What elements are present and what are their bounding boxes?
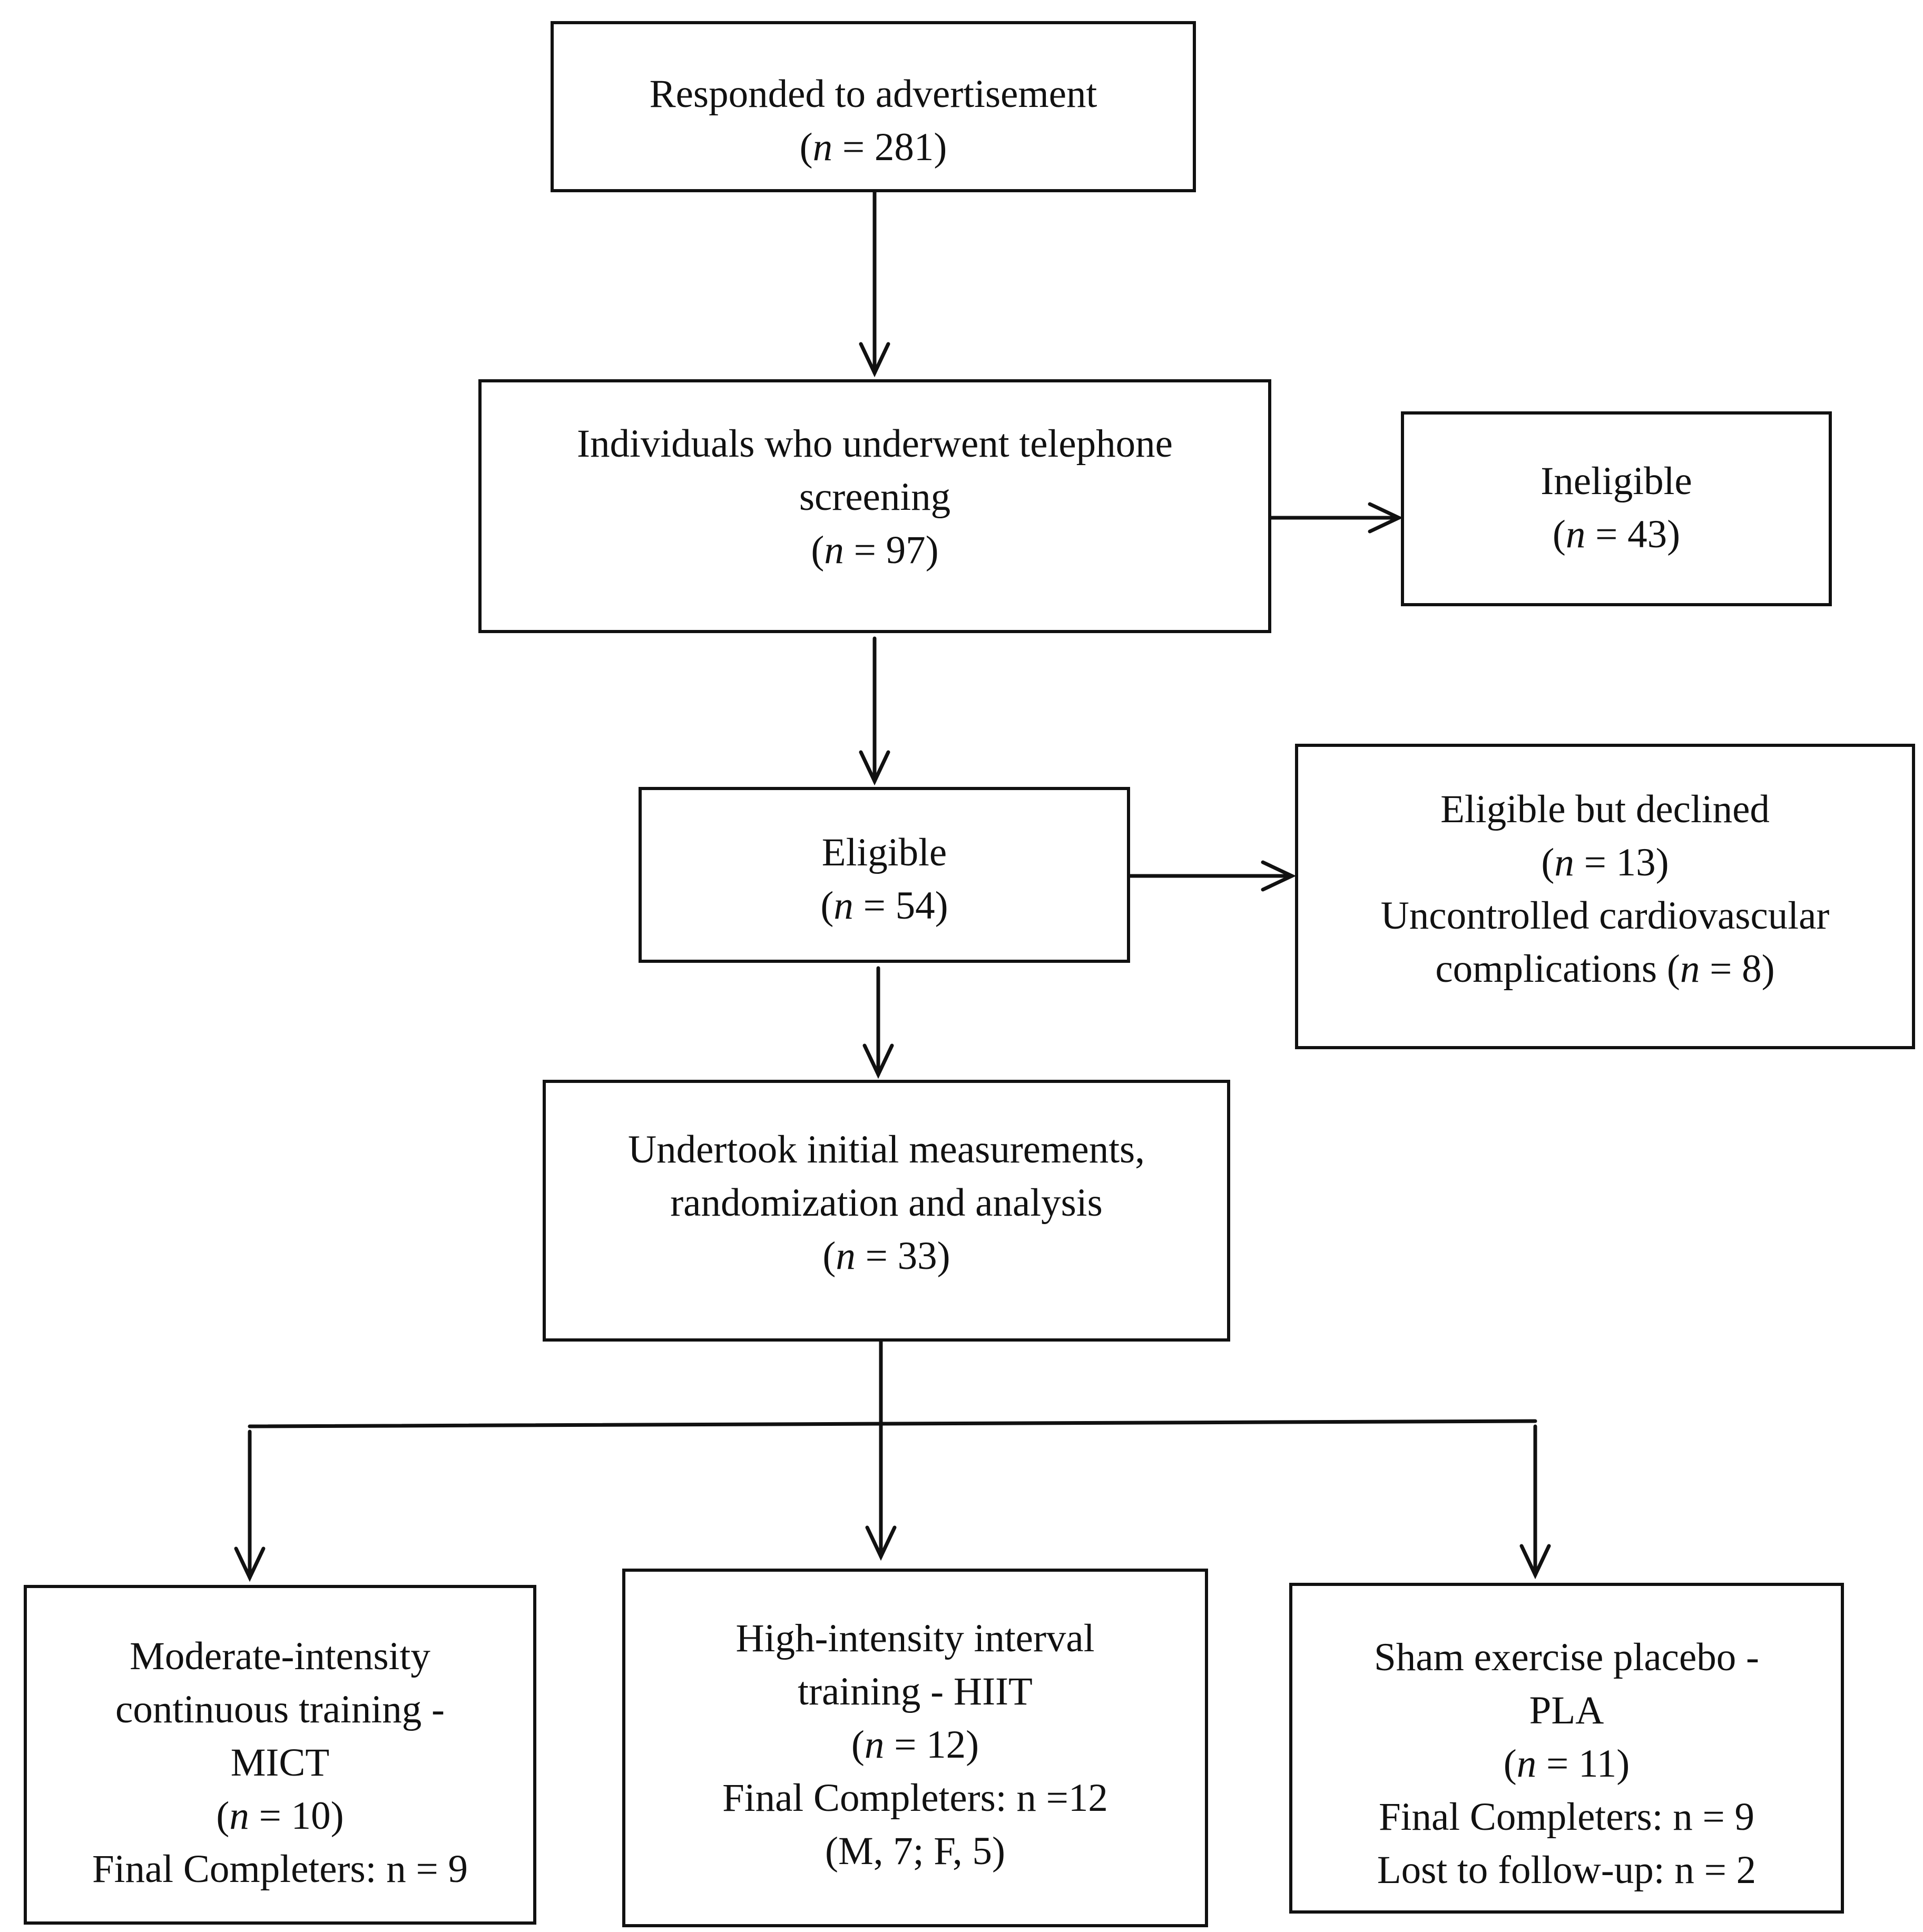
pla-box: Sham exercise placebo - PLA (n = 11) Final … xyxy=(1289,1583,1844,1914)
count-value: = 10) xyxy=(249,1794,344,1838)
sample-size-symbol: n xyxy=(229,1794,249,1838)
declined-line-3: Uncontrolled cardiovascular xyxy=(1380,894,1830,938)
mict-line-4: (n = 10) xyxy=(216,1789,344,1842)
sample-size-symbol: n xyxy=(1516,1742,1537,1786)
ineligible-line-2: (n = 43) xyxy=(1553,508,1680,561)
hiit-line-2: training - HIIT xyxy=(798,1670,1033,1713)
hiit-line-1: High-intensity interval xyxy=(735,1616,1095,1660)
responded-line-2: (n = 281) xyxy=(800,121,947,174)
pla-line-4: Final Completers: n = 9 xyxy=(1378,1795,1755,1839)
count-value: = 12) xyxy=(884,1723,979,1767)
randomization-line-1: Undertook initial measurements, xyxy=(627,1128,1145,1171)
hiit-line-5: (M, 7; F, 5) xyxy=(825,1829,1005,1873)
telephone-screening-line-1: Individuals who underwent telephone xyxy=(577,422,1173,466)
sample-size-symbol: n xyxy=(1565,512,1586,556)
telephone-screening-box: Individuals who underwent telephone scree… xyxy=(478,379,1271,633)
telephone-screening-line-3: (n = 97) xyxy=(811,524,938,577)
eligible-box: Eligible (n = 54) xyxy=(639,787,1130,963)
sample-size-symbol: n xyxy=(833,884,853,928)
arrow-eligible-to-randomization-head xyxy=(862,1043,894,1079)
count-prefix: ( xyxy=(1503,1742,1517,1786)
mict-line-1: Moderate-intensity xyxy=(130,1634,430,1678)
count-prefix: ( xyxy=(216,1794,230,1838)
hiit-line-3: (n = 12) xyxy=(851,1718,979,1771)
pla-line-5: Lost to follow-up: n = 2 xyxy=(1377,1848,1757,1892)
hiit-box: High-intensity interval training - HIIT (n… xyxy=(622,1569,1208,1927)
arrow-eligible-to-declined-head xyxy=(1261,860,1297,892)
arrow-screening-to-ineligible-head xyxy=(1368,502,1404,534)
eligible-line-2: (n = 54) xyxy=(820,879,948,932)
telephone-screening-line-2: screening xyxy=(799,475,951,519)
declined-box: Eligible but declined(n = 13)Uncontrolle… xyxy=(1295,744,1915,1049)
count-value: = 43) xyxy=(1585,512,1681,556)
count-value: = 54) xyxy=(853,884,948,928)
hiit-line-4: Final Completers: n =12 xyxy=(722,1776,1108,1820)
count-value: = 97) xyxy=(843,528,939,572)
count-value: = 11) xyxy=(1536,1742,1630,1786)
pla-line-1: Sham exercise placebo - xyxy=(1374,1635,1759,1679)
count-value: = 281) xyxy=(832,125,947,169)
mict-line-5: Final Completers: n = 9 xyxy=(92,1847,468,1891)
responded-line-1: Responded to advertisement xyxy=(649,72,1097,116)
randomization-line-2: randomization and analysis xyxy=(670,1181,1103,1225)
count-prefix: ( xyxy=(1552,512,1566,556)
arrow-branch-to-mict-head xyxy=(234,1546,266,1582)
sample-size-symbol: n xyxy=(864,1723,885,1767)
count-value: = 33) xyxy=(855,1234,950,1278)
count-value: = 8) xyxy=(1700,947,1775,991)
declined-line-1: Eligible but declined xyxy=(1440,787,1770,831)
ineligible-box: Ineligible (n = 43) xyxy=(1401,411,1832,606)
count-prefix: ( xyxy=(822,1234,836,1278)
sample-size-symbol: n xyxy=(812,125,833,169)
ineligible-line-1: Ineligible xyxy=(1541,459,1692,503)
sample-size-symbol: n xyxy=(836,1234,856,1278)
randomization-line-3: (n = 33) xyxy=(822,1229,950,1283)
count-prefix: ( xyxy=(820,884,834,928)
declined-line-4: complications (n = 8) xyxy=(1435,942,1774,995)
pla-line-2: PLA xyxy=(1529,1689,1604,1732)
mict-line-3: MICT xyxy=(230,1741,330,1785)
arrow-responded-to-screening-head xyxy=(859,342,890,378)
arrow-screening-to-eligible-head xyxy=(859,750,890,786)
sample-size-symbol: n xyxy=(1680,947,1700,991)
randomization-box: Undertook initial measurements, randomiza… xyxy=(543,1080,1230,1342)
count-prefix: ( xyxy=(1541,841,1555,884)
branch-connector-line xyxy=(248,1419,1537,1428)
count-prefix: ( xyxy=(799,125,813,169)
pla-line-3: (n = 11) xyxy=(1504,1737,1630,1790)
sample-size-symbol: n xyxy=(1554,841,1574,884)
eligible-line-1: Eligible xyxy=(821,831,947,874)
count-value: = 13) xyxy=(1574,841,1669,884)
arrow-randomization-to-hiit-head xyxy=(865,1525,897,1561)
sample-size-symbol: n xyxy=(824,528,844,572)
mict-box: Moderate-intensity continuous training - M… xyxy=(24,1585,536,1925)
count-prefix: ( xyxy=(811,528,825,572)
mict-line-2: continuous training - xyxy=(115,1688,445,1731)
count-prefix: complications ( xyxy=(1435,947,1680,991)
count-prefix: ( xyxy=(851,1723,865,1767)
arrow-branch-to-pla-head xyxy=(1519,1544,1551,1580)
declined-line-2: (n = 13) xyxy=(1541,836,1669,889)
responded-box: Responded to advertisement (n = 281) xyxy=(551,21,1196,192)
